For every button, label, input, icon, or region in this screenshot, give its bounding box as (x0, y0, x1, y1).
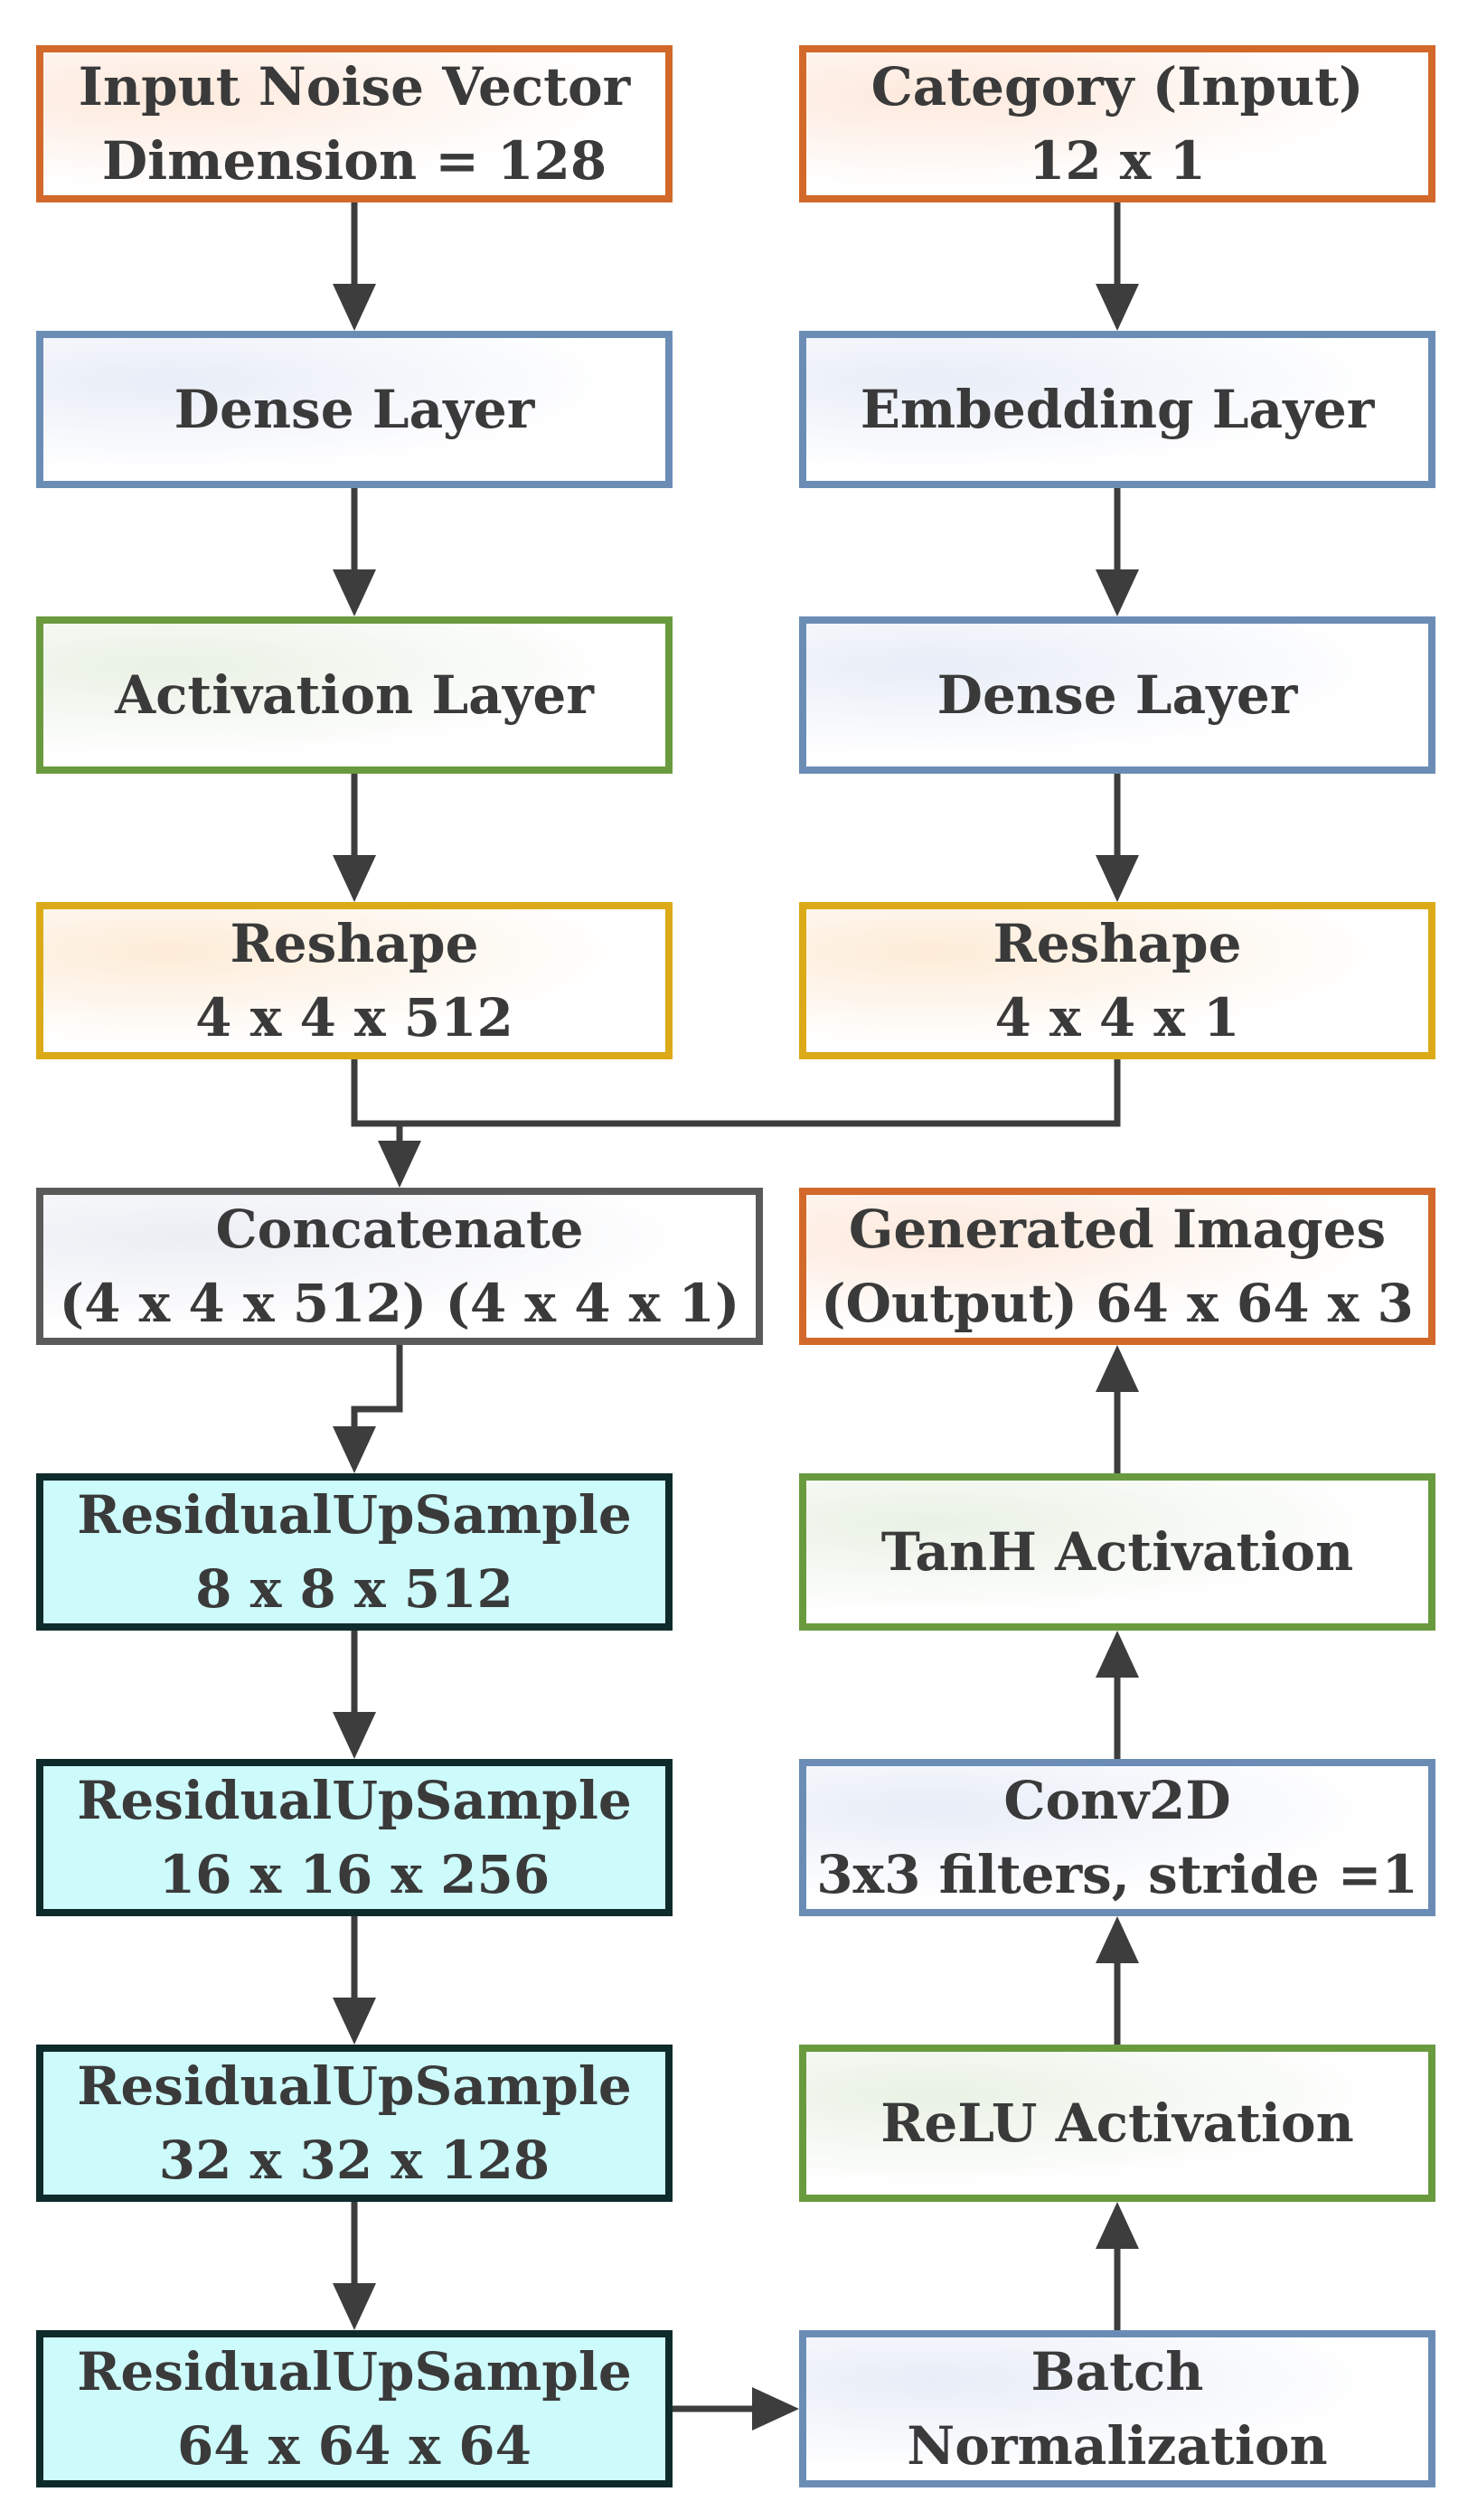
noise-input-node: Input Noise Vector Dimension = 128 (36, 45, 673, 202)
node-line: ResidualUpSample (77, 1484, 632, 1546)
dense-layer-right-node: Dense Layer (799, 616, 1435, 774)
connector-reshape-merge (351, 1059, 1121, 1127)
residual-upsample-2-node: ResidualUpSample 16 x 16 x 256 (36, 1759, 673, 1916)
node-line: ResidualUpSample (77, 2055, 632, 2117)
activation-layer-node: Activation Layer (36, 616, 673, 774)
conv2d-node: Conv2D 3x3 filters, stride =1 (799, 1759, 1435, 1916)
arrowhead (333, 855, 376, 902)
tanh-activation-node: TanH Activation (799, 1473, 1435, 1631)
residual-upsample-4-node: ResidualUpSample 64 x 64 x 64 (36, 2330, 673, 2487)
node-line: 4 x 4 x 1 (994, 987, 1240, 1048)
node-line: Conv2D (1003, 1770, 1231, 1831)
relu-activation-node: ReLU Activation (799, 2045, 1435, 2202)
category-input-node: Category (Input) 12 x 1 (799, 45, 1435, 202)
arrowhead (1096, 2202, 1139, 2249)
node-line: 3x3 filters, stride =1 (816, 1844, 1418, 1905)
node-line: (4 x 4 x 512) (4 x 4 x 1) (59, 1273, 740, 1334)
batch-normalization-node: Batch Normalization (799, 2330, 1435, 2487)
residual-upsample-3-node: ResidualUpSample 32 x 32 x 128 (36, 2045, 673, 2202)
arrowhead (378, 1141, 421, 1188)
node-line: 64 x 64 x 64 (176, 2415, 532, 2477)
node-line: 32 x 32 x 128 (158, 2130, 550, 2191)
arrowhead (333, 284, 376, 331)
node-line: Category (Input) (870, 56, 1364, 118)
arrowhead (1096, 1916, 1139, 1963)
node-line: 16 x 16 x 256 (158, 1844, 550, 1905)
node-line: Dense Layer (174, 379, 535, 440)
arrowhead (333, 1426, 376, 1473)
arrowhead (1096, 1631, 1139, 1678)
node-line: (Output) 64 x 64 x 3 (821, 1273, 1414, 1334)
reshape-right-node: Reshape 4 x 4 x 1 (799, 902, 1435, 1059)
arrowhead (333, 2283, 376, 2330)
node-line: Activation Layer (115, 664, 594, 726)
node-line: Generated Images (848, 1199, 1387, 1260)
arrowhead (1096, 569, 1139, 616)
reshape-left-node: Reshape 4 x 4 x 512 (36, 902, 673, 1059)
arrowhead (1096, 284, 1139, 331)
node-line: TanH Activation (880, 1521, 1354, 1583)
node-line: Dimension = 128 (101, 130, 607, 192)
arrowhead (1096, 855, 1139, 902)
node-line: ReLU Activation (880, 2092, 1354, 2154)
node-line: 8 x 8 x 512 (195, 1558, 513, 1620)
arrowhead (333, 1712, 376, 1759)
node-line: 4 x 4 x 512 (195, 987, 513, 1048)
dense-layer-left-node: Dense Layer (36, 331, 673, 488)
arrow-concatenate-to-residual (351, 1345, 403, 1426)
embedding-layer-node: Embedding Layer (799, 331, 1435, 488)
node-line: ResidualUpSample (77, 2341, 632, 2402)
node-line: Reshape (993, 913, 1242, 974)
node-line: Normalization (907, 2415, 1328, 2477)
node-line: Reshape (230, 913, 479, 974)
concatenate-node: Concatenate (4 x 4 x 512) (4 x 4 x 1) (36, 1188, 763, 1345)
generated-images-output-node: Generated Images (Output) 64 x 64 x 3 (799, 1188, 1435, 1345)
residual-upsample-1-node: ResidualUpSample 8 x 8 x 512 (36, 1473, 673, 1631)
node-line: ResidualUpSample (77, 1770, 632, 1831)
node-line: 12 x 1 (1028, 130, 1207, 192)
arrowhead (1096, 1345, 1139, 1392)
node-line: Embedding Layer (860, 379, 1375, 440)
node-line: Concatenate (215, 1199, 584, 1260)
node-line: Input Noise Vector (78, 56, 631, 118)
node-line: Batch (1030, 2341, 1204, 2402)
node-line: Dense Layer (936, 664, 1298, 726)
arrowhead (752, 2387, 799, 2431)
arrowhead (333, 569, 376, 616)
arrowhead (333, 1998, 376, 2045)
